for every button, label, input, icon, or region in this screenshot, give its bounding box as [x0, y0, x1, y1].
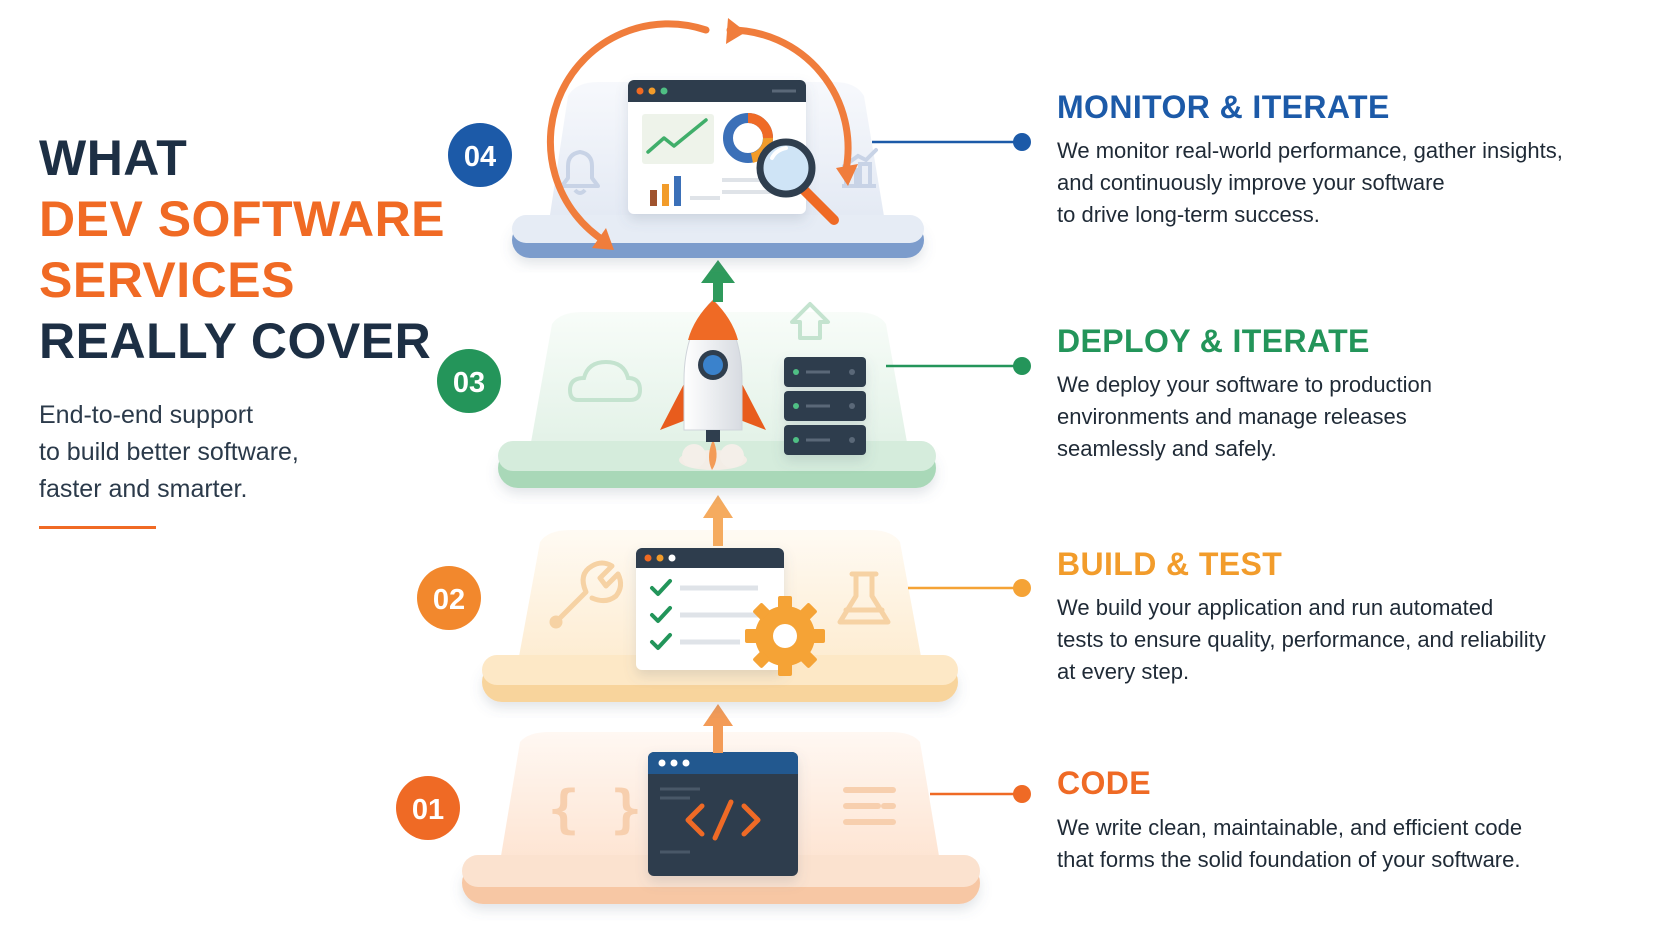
wrench-icon — [549, 560, 624, 629]
step-04-description-line-2: and continuously improve your software — [1057, 170, 1445, 195]
headline-line-4: REALLY COVER — [39, 313, 432, 369]
step-04-description: We monitor real-world performance, gathe… — [1057, 135, 1657, 231]
tier-monitor — [512, 18, 924, 258]
arrow-code-to-build — [703, 704, 733, 753]
headline-underline — [39, 526, 156, 529]
step-03-description: We deploy your software to production en… — [1057, 369, 1657, 465]
arrow-deploy-to-monitor — [701, 260, 735, 302]
step-04-description-line-1: We monitor real-world performance, gathe… — [1057, 138, 1563, 163]
arrow-build-to-deploy — [703, 495, 733, 546]
step-03-description-line-2: environments and manage releases — [1057, 404, 1407, 429]
connector-01 — [930, 785, 1031, 803]
upload-arrow-icon — [790, 302, 830, 340]
gear-icon — [745, 596, 825, 676]
tier-build-test — [482, 530, 958, 702]
badge-02-number: 02 — [433, 584, 465, 616]
step-01-description-line-2: that forms the solid foundation of your … — [1057, 847, 1521, 872]
cycle-arrows-icon — [546, 18, 858, 250]
code-window-icon — [648, 752, 798, 876]
subtitle: End-to-end support to build better softw… — [39, 397, 299, 508]
bell-icon — [560, 150, 600, 195]
headline-line-2: DEV SOFTWARE — [39, 191, 446, 247]
badge-04: 04 — [448, 123, 512, 187]
headline-line-3: SERVICES — [39, 252, 295, 308]
flask-icon — [837, 571, 891, 625]
step-02-description-line-3: at every step. — [1057, 659, 1190, 684]
step-01-description: We write clean, maintainable, and effici… — [1057, 812, 1657, 876]
connector-04 — [872, 133, 1031, 151]
step-04-description-line-3: to drive long-term success. — [1057, 202, 1320, 227]
headline-line-1: WHAT — [39, 130, 188, 186]
svg-text:{ }: { } — [548, 780, 642, 840]
subtitle-line-2: to build better software, — [39, 438, 299, 466]
rocket-icon — [660, 299, 766, 470]
text-lines-icon — [843, 787, 896, 825]
tier-deploy — [498, 299, 936, 488]
step-02-title: BUILD & TEST — [1057, 546, 1283, 582]
subtitle-line-1: End-to-end support — [39, 401, 254, 429]
step-04-title: MONITOR & ITERATE — [1057, 89, 1390, 125]
connector-03 — [886, 357, 1031, 375]
badge-01: 01 — [396, 776, 460, 840]
badge-03-number: 03 — [453, 367, 485, 399]
step-02-description: We build your application and run automa… — [1057, 592, 1657, 688]
server-icon — [784, 357, 866, 455]
step-03-description-line-1: We deploy your software to production — [1057, 372, 1433, 397]
braces-icon: { } — [548, 780, 642, 840]
badge-03: 03 — [437, 349, 501, 413]
step-03-description-line-3: seamlessly and safely. — [1057, 436, 1277, 461]
subtitle-line-3: faster and smarter. — [39, 475, 248, 503]
badge-02: 02 — [417, 566, 481, 630]
step-01-title: CODE — [1057, 765, 1152, 801]
step-01-description-line-1: We write clean, maintainable, and effici… — [1057, 815, 1523, 840]
cloud-icon — [567, 359, 643, 402]
step-02-description-line-1: We build your application and run automa… — [1057, 595, 1494, 620]
tier-code: { } — [462, 732, 980, 904]
magnifier-icon — [756, 138, 839, 225]
step-03-title: DEPLOY & ITERATE — [1057, 323, 1370, 359]
step-02-description-line-2: tests to ensure quality, performance, an… — [1057, 627, 1546, 652]
headline: WHAT DEV SOFTWARE SERVICES REALLY COVER — [39, 128, 445, 372]
badge-01-number: 01 — [412, 794, 444, 826]
connector-02 — [908, 579, 1031, 597]
badge-04-number: 04 — [464, 141, 496, 173]
